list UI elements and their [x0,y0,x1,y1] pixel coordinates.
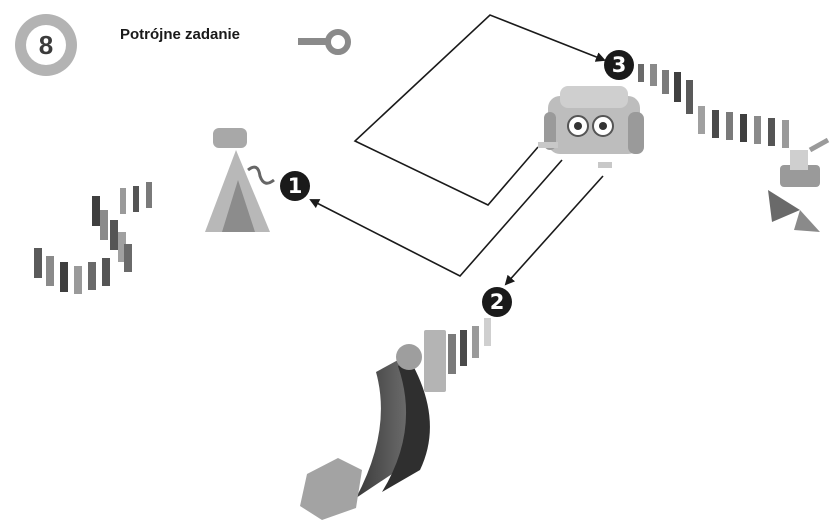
task-number-badge: 8 [15,14,77,76]
arrow-to-step-3 [353,14,606,206]
ramp-illustration [300,318,491,520]
route-arrows [309,14,606,286]
step-2-marker: 2 [482,287,512,317]
step-1-marker: 1 [280,171,310,201]
task-number: 8 [26,25,66,65]
arrow-to-step-1 [309,159,563,277]
step-3-marker: 3 [604,50,634,80]
domino-group-left [34,182,152,294]
arrow-to-step-2 [504,175,604,286]
key-shape-icon [298,29,351,55]
task-title: Potrójne zadanie [120,26,241,43]
domino-row-right [638,64,789,148]
flag-mechanism-illustration [768,137,830,232]
robot-illustration [538,86,644,168]
crane-illustration [205,128,275,232]
